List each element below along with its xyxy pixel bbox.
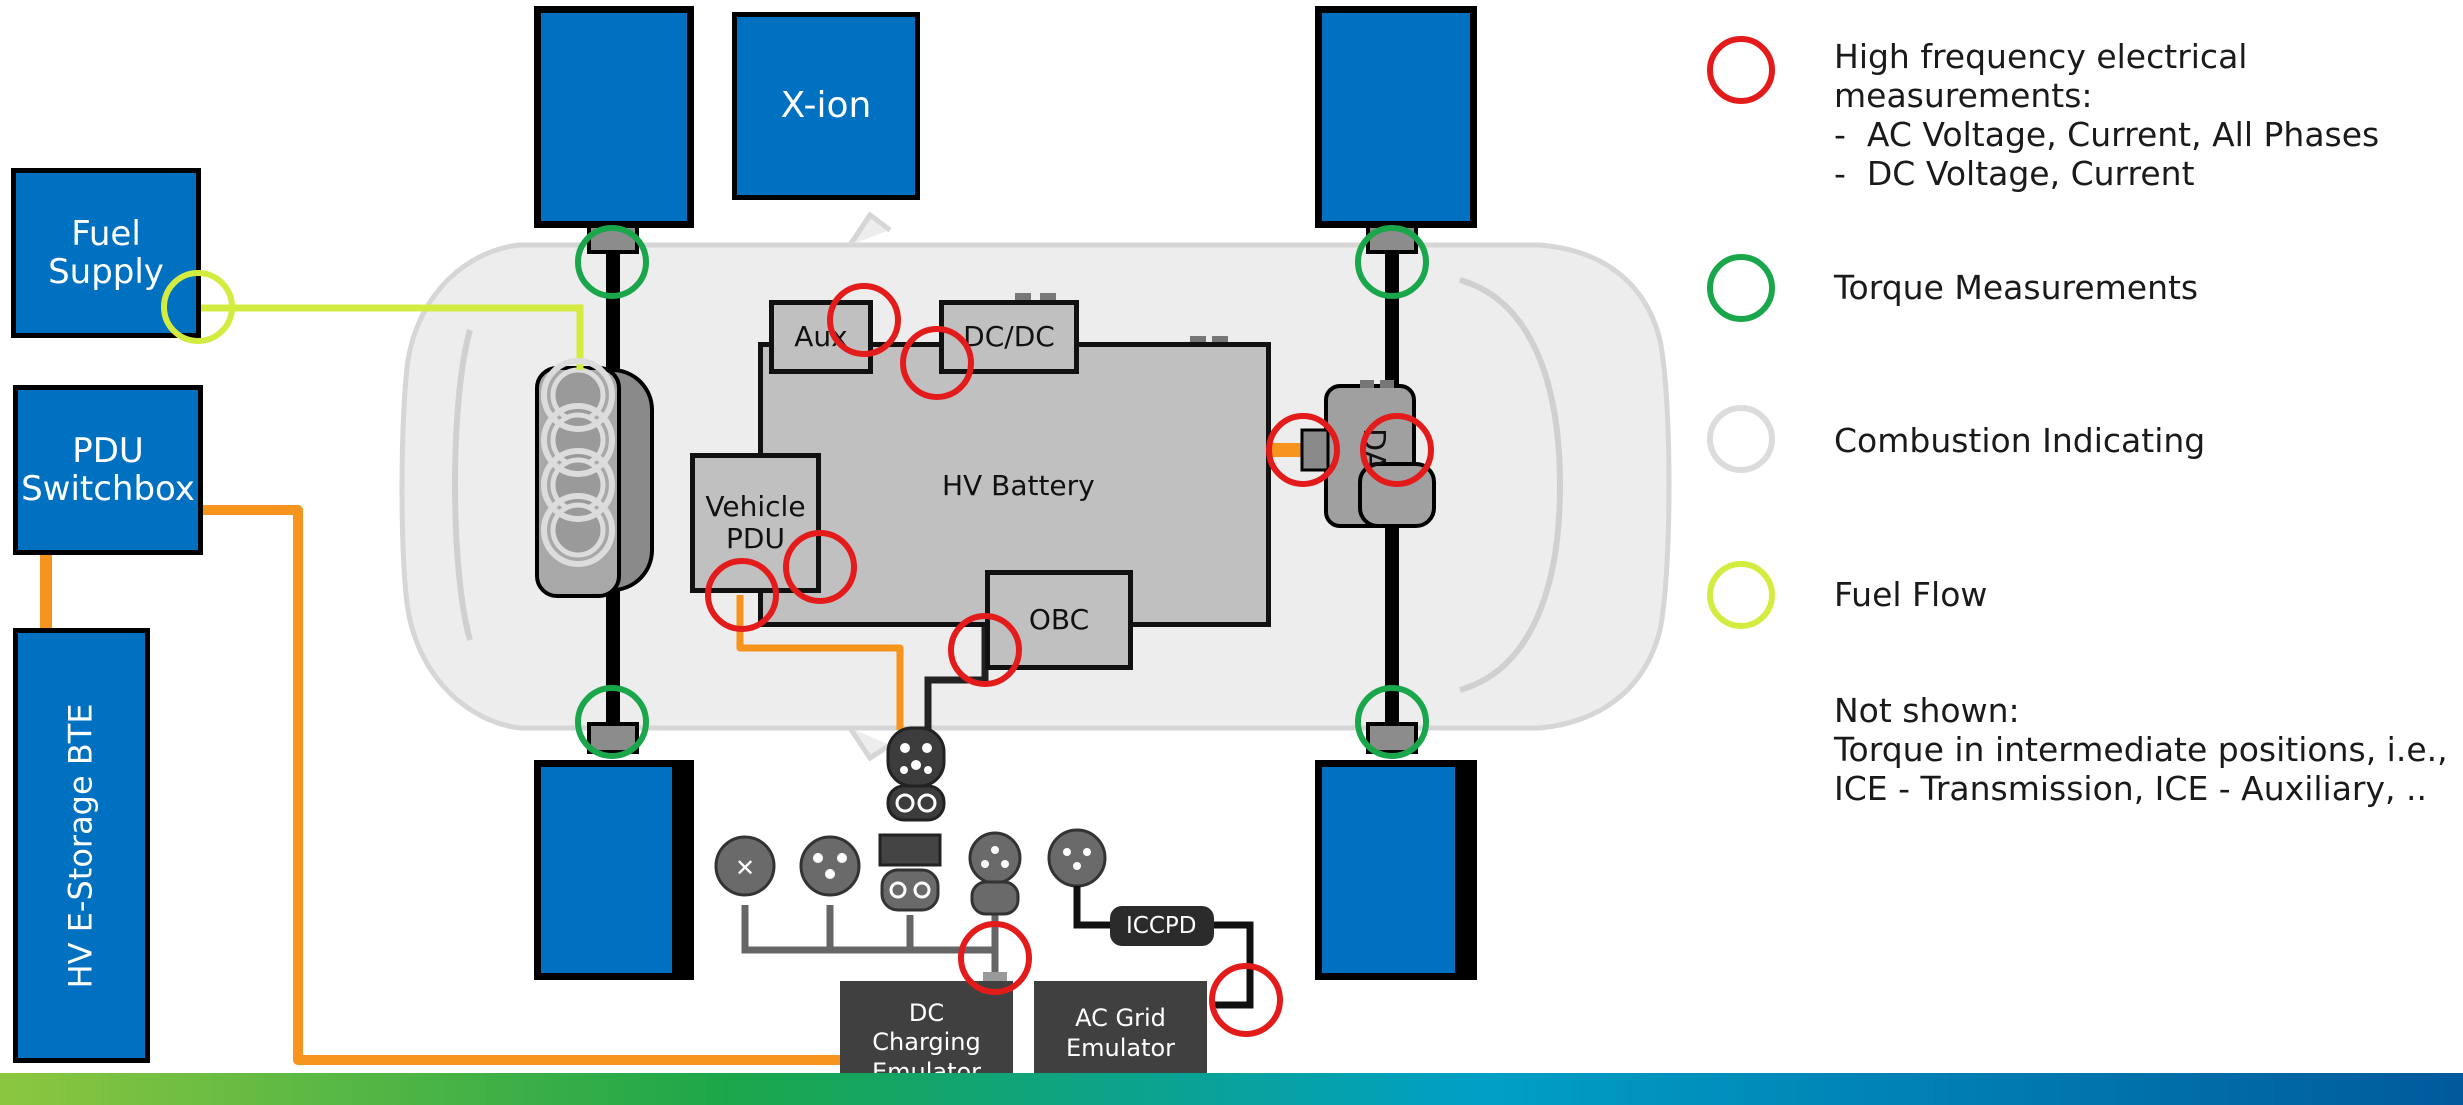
electrical-ring-dc-plug [958,921,1032,995]
pdu-switchbox-box: PDU Switchbox [13,385,203,555]
obc-box: OBC [985,570,1133,670]
pdu-switchbox-label: PDU Switchbox [21,430,195,509]
vehicle-pdu-label: Vehicle PDU [705,489,806,555]
electrical-ring-pdu-2 [705,558,779,632]
ac-emulator-label: AC Grid Emulator [1065,1004,1176,1062]
legend-note: Not shown: Torque in intermediate positi… [1834,691,2448,808]
iccpd-box [1110,906,1214,946]
fuel-supply-label: Fuel Supply [48,213,164,292]
charging-plugs: ✕ [714,828,1107,986]
electrical-ring-aux [827,283,901,357]
dyno-front-right [1315,6,1477,228]
torque-ring-front-left [575,225,649,299]
fuel-supply-box: Fuel Supply [11,168,201,338]
svg-text:✕: ✕ [735,854,755,882]
torque-ring-rear-left [575,685,649,759]
combustion-ring-3 [541,448,615,522]
electrical-ring-rdu-2 [1360,413,1434,487]
footer-gradient-bar [0,1073,2463,1105]
legend-red-ring-icon [1707,36,1775,104]
legend-lime-ring-icon [1707,561,1775,629]
legend-gray-ring-icon [1707,405,1775,473]
vehicle-pdu-box: Vehicle PDU [690,453,821,593]
legend-fuel-text: Fuel Flow [1834,575,1988,614]
electrical-ring-rdu-1 [1266,413,1340,487]
hv-storage-box: HV E-Storage BTE [13,628,150,1063]
hv-battery-label: HV Battery [942,469,1095,502]
torque-ring-front-right [1355,225,1429,299]
ac-grid-emulator: AC Grid Emulator [1034,981,1207,1086]
dcdc-label: DC/DC [963,319,1055,353]
electrical-ring-dcdc [900,326,974,400]
legend-electrical-text: High frequency electrical measurements: … [1834,37,2380,193]
dyno-rear-right [1315,760,1477,980]
combustion-ring-1 [541,358,615,432]
combustion-ring-2 [541,403,615,477]
car-charge-inlet [886,620,989,822]
xion-box: X-ion [732,12,920,200]
dyno-front-left [534,6,694,228]
combustion-ring-4 [541,493,615,567]
dyno-rear-left [534,760,694,980]
xion-label: X-ion [780,84,872,126]
electrical-ring-pdu-1 [783,530,857,604]
electrical-ring-obc [948,613,1022,687]
legend-combustion-text: Combustion Indicating [1834,421,2206,460]
fuel-flow-ring [161,270,235,344]
legend-torque-text: Torque Measurements [1834,268,2199,307]
aux-box: Aux [769,300,873,374]
fuel-line [200,304,584,370]
torque-ring-rear-right [1355,685,1429,759]
legend-green-ring-icon [1707,254,1775,322]
obc-label: OBC [1028,602,1090,636]
aux-label: Aux [794,319,848,353]
iccpd-label: ICCPD [1126,913,1197,939]
electrical-ring-ac-grid [1209,963,1283,1037]
